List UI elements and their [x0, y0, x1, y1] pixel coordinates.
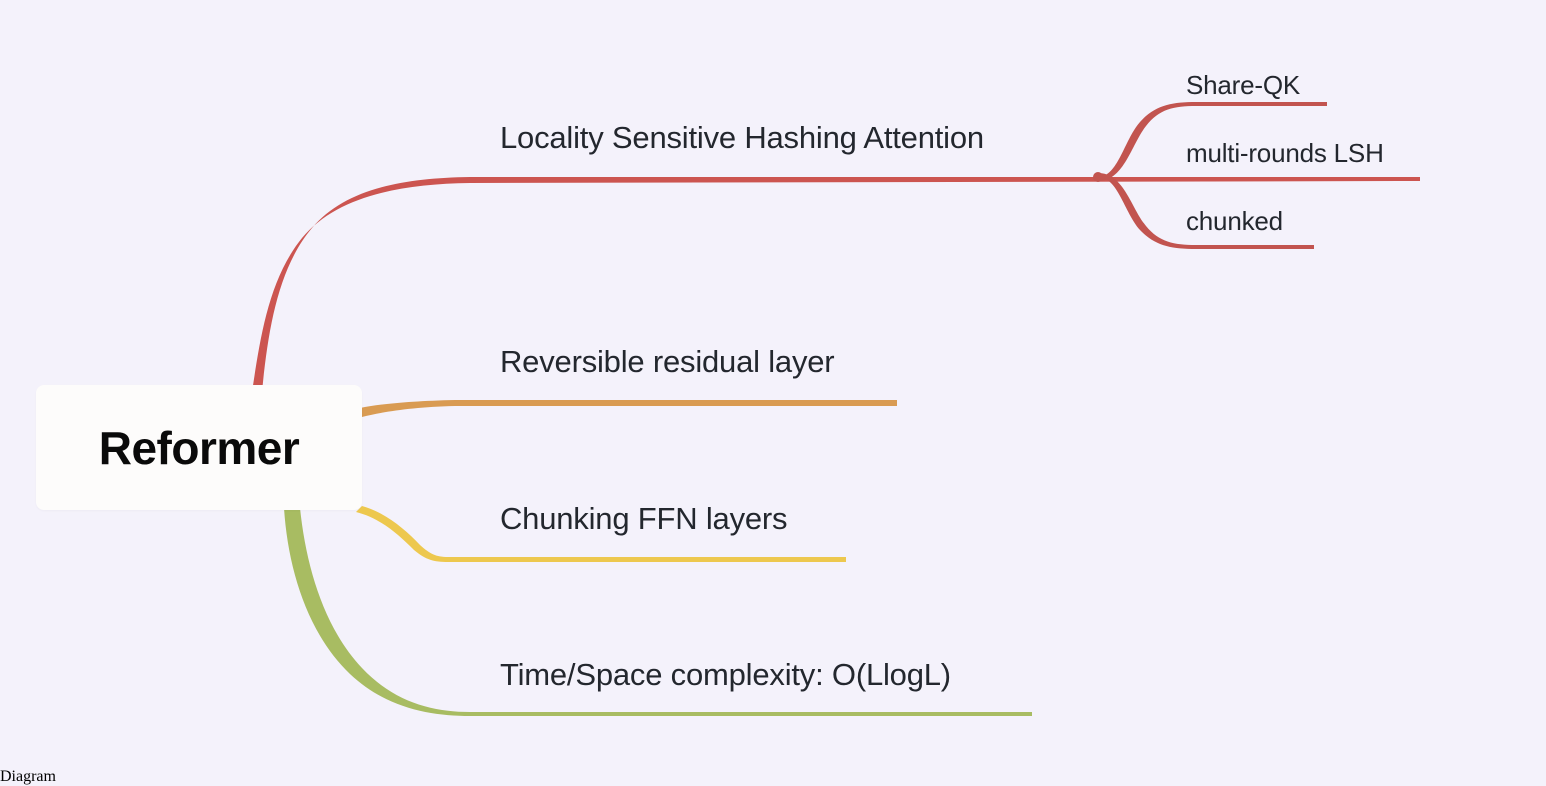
branch-label-lsh[interactable]: Locality Sensitive Hashing Attention	[500, 120, 984, 155]
subbranch-label-share-qk[interactable]: Share-QK	[1186, 70, 1301, 100]
root-node-label: Reformer	[98, 421, 300, 474]
branch-label-complexity[interactable]: Time/Space complexity: O(LlogL)	[500, 657, 951, 692]
branch-path-reversible	[360, 400, 897, 417]
branch-label-chunking[interactable]: Chunking FFN layers	[500, 501, 788, 536]
subbranch-label-chunked[interactable]: chunked	[1186, 206, 1283, 236]
subbranch-label-multi-rounds-lsh[interactable]: multi-rounds LSH	[1186, 138, 1384, 168]
subbranch-junction	[1093, 172, 1103, 182]
root-node[interactable]: Reformer	[36, 385, 362, 510]
branch-edges	[252, 102, 1420, 716]
mindmap-canvas: Reformer Locality Sensitive Hashing Atte…	[36, 70, 1420, 716]
branch-label-reversible[interactable]: Reversible residual layer	[500, 344, 835, 379]
